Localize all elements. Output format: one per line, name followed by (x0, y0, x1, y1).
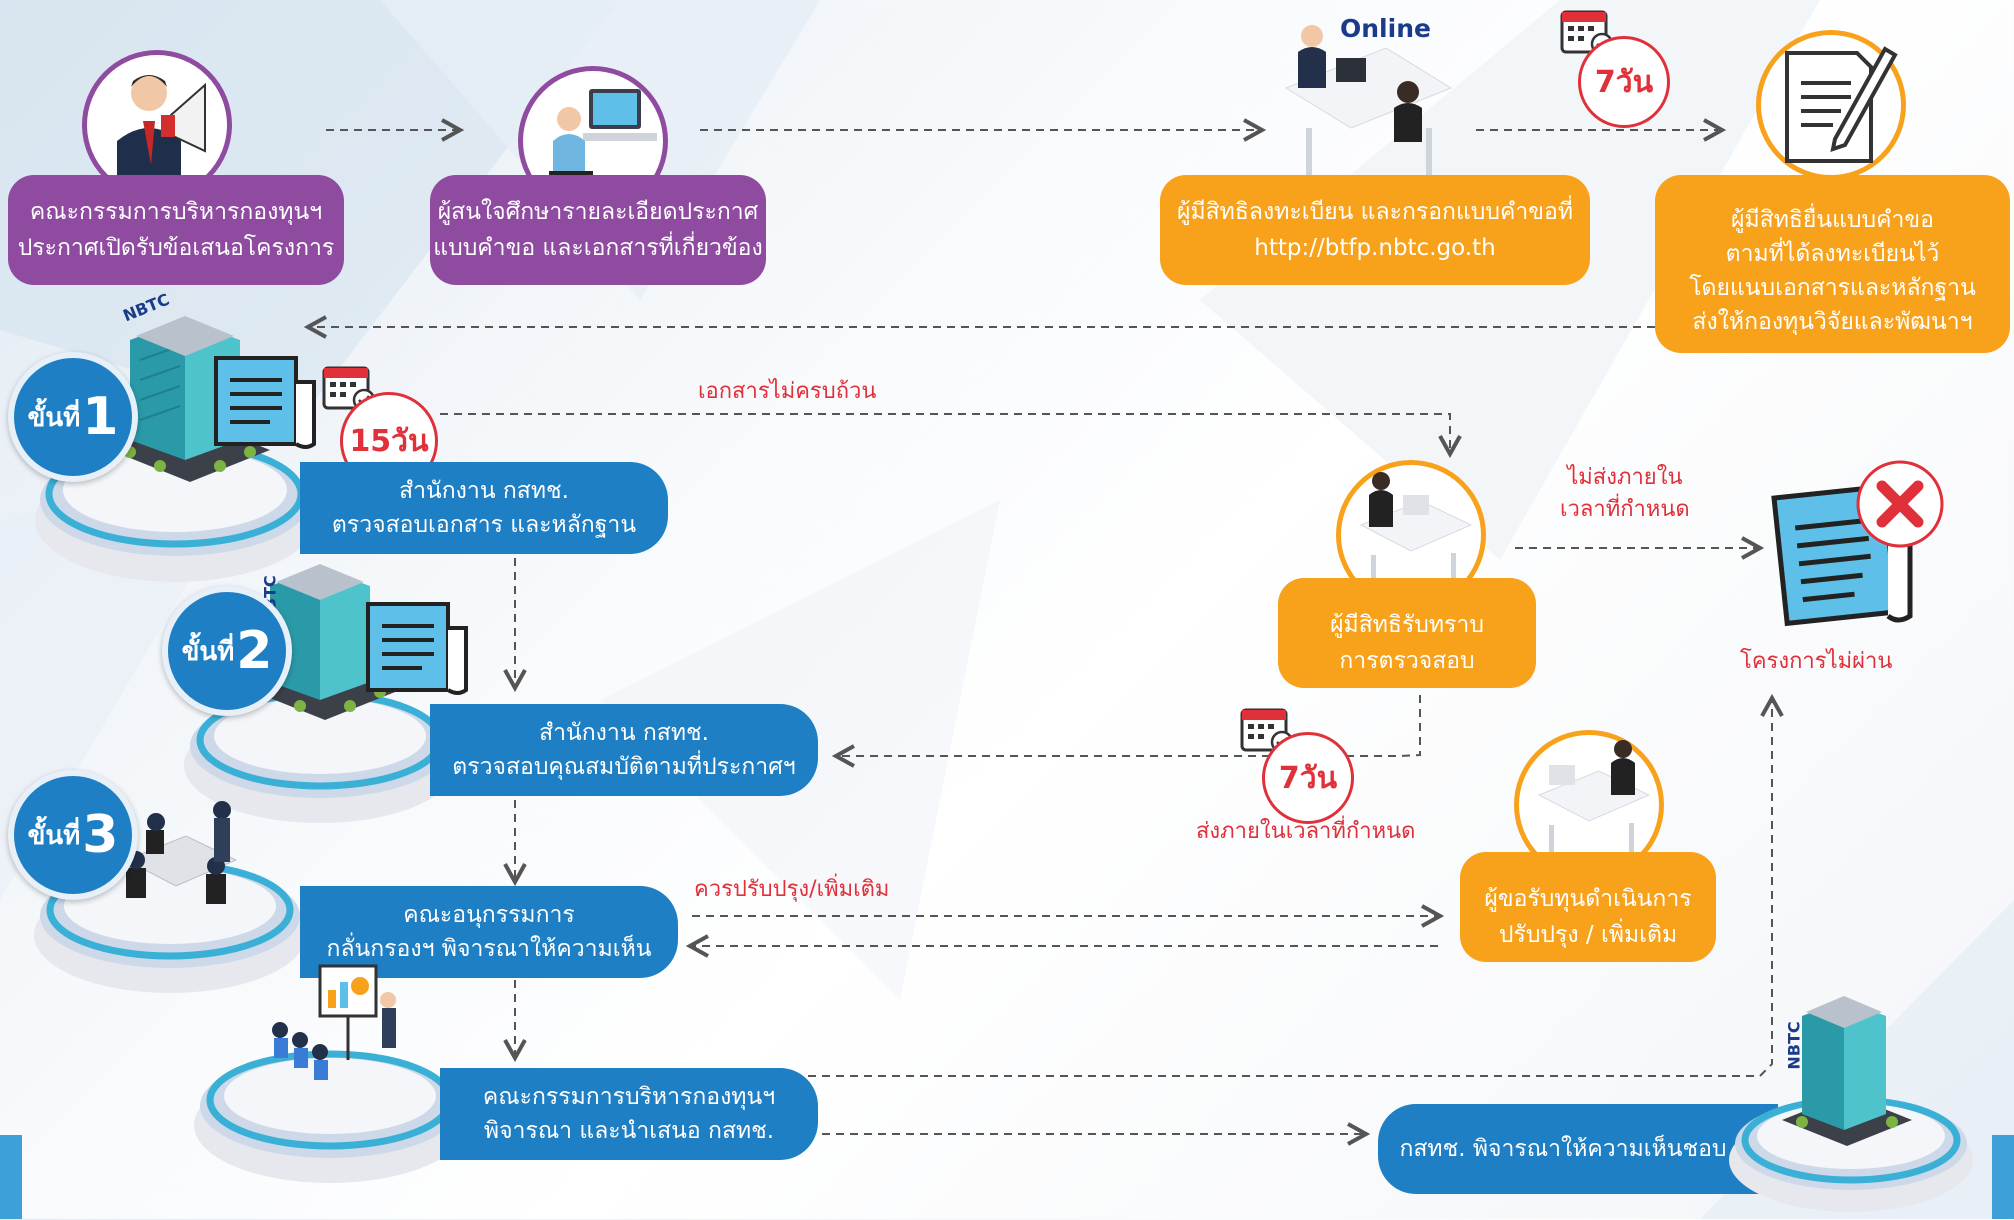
office-check-qual-line-2: ตรวจสอบคุณสมบัติตามที่ประกาศฯ (452, 754, 796, 780)
register-url[interactable]: http://btfp.nbtc.go.th (1254, 235, 1496, 261)
presentation-illustration (272, 964, 396, 1080)
step1-word: ขั้นที่ (27, 402, 81, 433)
step3-badge: ขั้นที่3 (8, 770, 138, 900)
improve-line-1: ผู้ขอรับทุนดำเนินการ (1484, 886, 1692, 912)
nbtc-approve-text: กสทช. พิจารณาให้ความเห็นชอบ (1399, 1136, 1727, 1162)
document-icon-step1 (214, 356, 316, 449)
document-icon-step2 (366, 602, 468, 695)
sent-in-time-label: ส่งภายในเวลาที่กำหนด (1196, 819, 1416, 844)
subcommittee-line-2: กลั่นกรองฯ พิจารณาให้ความเห็น (326, 936, 652, 962)
incomplete-docs-label: เอกสารไม่ครบถ้วน (698, 379, 877, 404)
not-sent-line-1: ไม่ส่งภายใน (1567, 465, 1683, 490)
step1-number: 1 (82, 387, 119, 447)
study-line-1: ผู้สนใจศึกษารายละเอียดประกาศ (437, 199, 759, 225)
office-check-docs-line-2: ตรวจสอบเอกสาร และหลักฐาน (331, 512, 637, 538)
not-sent-line-2: เวลาที่กำหนด (1560, 497, 1690, 522)
submit-box: ผู้มีสิทธิยื่นแบบคำขอ ตามที่ได้ลงทะเบียน… (1655, 175, 2010, 353)
office-check-qual-line-1: สำนักงาน กสทช. (539, 720, 709, 746)
online-label: Online (1340, 14, 1431, 43)
nbtc-approve-box: กสทช. พิจารณาให้ความเห็นชอบ (1378, 1104, 1778, 1194)
step3-word: ขั้นที่ (27, 820, 81, 851)
step2-number: 2 (236, 621, 273, 681)
platform-step2 (184, 690, 456, 823)
nbtc-label-final: NBTC (1784, 1021, 1804, 1070)
not-sent-label: ไม่ส่งภายใน เวลาที่กำหนด (1560, 462, 1690, 526)
subcommittee-box: คณะอนุกรรมการ กลั่นกรองฯ พิจารณาให้ความเ… (300, 886, 678, 978)
seven-days-badge-mid: 7วัน (1262, 732, 1354, 824)
improve-box: ผู้ขอรับทุนดำเนินการ ปรับปรุง / เพิ่มเติ… (1460, 852, 1716, 962)
board-line-1: คณะกรรมการบริหารกองทุนฯ (482, 1084, 776, 1110)
register-line-1: ผู้มีสิทธิลงทะเบียน และกรอกแบบคำขอที่ (1177, 199, 1573, 225)
online-registration-illustration (1276, 18, 1456, 192)
step3-number: 3 (82, 805, 119, 865)
should-improve-label: ควรปรับปรุง/เพิ่มเติม (694, 877, 890, 902)
submit-line-4: ส่งให้กองทุนวิจัยและพัฒนาฯ (1692, 309, 1973, 335)
step2-badge: ขั้นที่2 (162, 586, 292, 716)
platform-board (194, 1050, 466, 1183)
acknowledge-line-2: การตรวจสอบ (1339, 648, 1475, 674)
board-line-2: พิจารณา และนำเสนอ กสทช. (483, 1118, 775, 1144)
office-check-qual-box: สำนักงาน กสทช. ตรวจสอบคุณสมบัติตามที่ประ… (430, 704, 818, 796)
acknowledge-line-1: ผู้มีสิทธิรับทราบ (1330, 612, 1484, 638)
announce-box: คณะกรรมการบริหารกองทุนฯ ประกาศเปิดรับข้อ… (8, 175, 344, 285)
meeting-illustration (124, 801, 238, 904)
board-box: คณะกรรมการบริหารกองทุนฯ พิจารณา และนำเสน… (440, 1068, 818, 1160)
project-fail-label: โครงการไม่ผ่าน (1740, 649, 1893, 674)
submit-line-1: ผู้มีสิทธิยื่นแบบคำขอ (1731, 207, 1934, 233)
office-check-docs-line-1: สำนักงาน กสทช. (399, 478, 569, 504)
submit-line-2: ตามที่ได้ลงทะเบียนไว้ (1725, 241, 1940, 267)
step2-word: ขั้นที่ (181, 636, 235, 667)
improve-line-2: ปรับปรุง / เพิ่มเติม (1498, 922, 1678, 948)
announce-line-2: ประกาศเปิดรับข้อเสนอโครงการ (17, 235, 335, 261)
acknowledge-box: ผู้มีสิทธิรับทราบ การตรวจสอบ (1278, 578, 1536, 688)
submit-line-3: โดยแนบเอกสารและหลักฐาน (1689, 275, 1976, 301)
subcommittee-line-1: คณะอนุกรรมการ (403, 902, 575, 928)
study-line-2: แบบคำขอ และเอกสารที่เกี่ยวข้อง (433, 235, 763, 261)
office-check-docs-box: สำนักงาน กสทช. ตรวจสอบเอกสาร และหลักฐาน (300, 462, 668, 554)
announce-line-1: คณะกรรมการบริหารกองทุนฯ (29, 199, 323, 225)
step1-badge: ขั้นที่1 (8, 352, 138, 482)
nbtc-building-final (1782, 996, 1912, 1146)
seven-days-badge-top: 7วัน (1578, 36, 1670, 128)
study-box: ผู้สนใจศึกษารายละเอียดประกาศ แบบคำขอ และ… (430, 175, 766, 285)
rejected-document-icon (1771, 460, 1944, 627)
form-document-illustration (1756, 30, 1906, 180)
register-box: ผู้มีสิทธิลงทะเบียน และกรอกแบบคำขอที่ ht… (1160, 175, 1590, 285)
